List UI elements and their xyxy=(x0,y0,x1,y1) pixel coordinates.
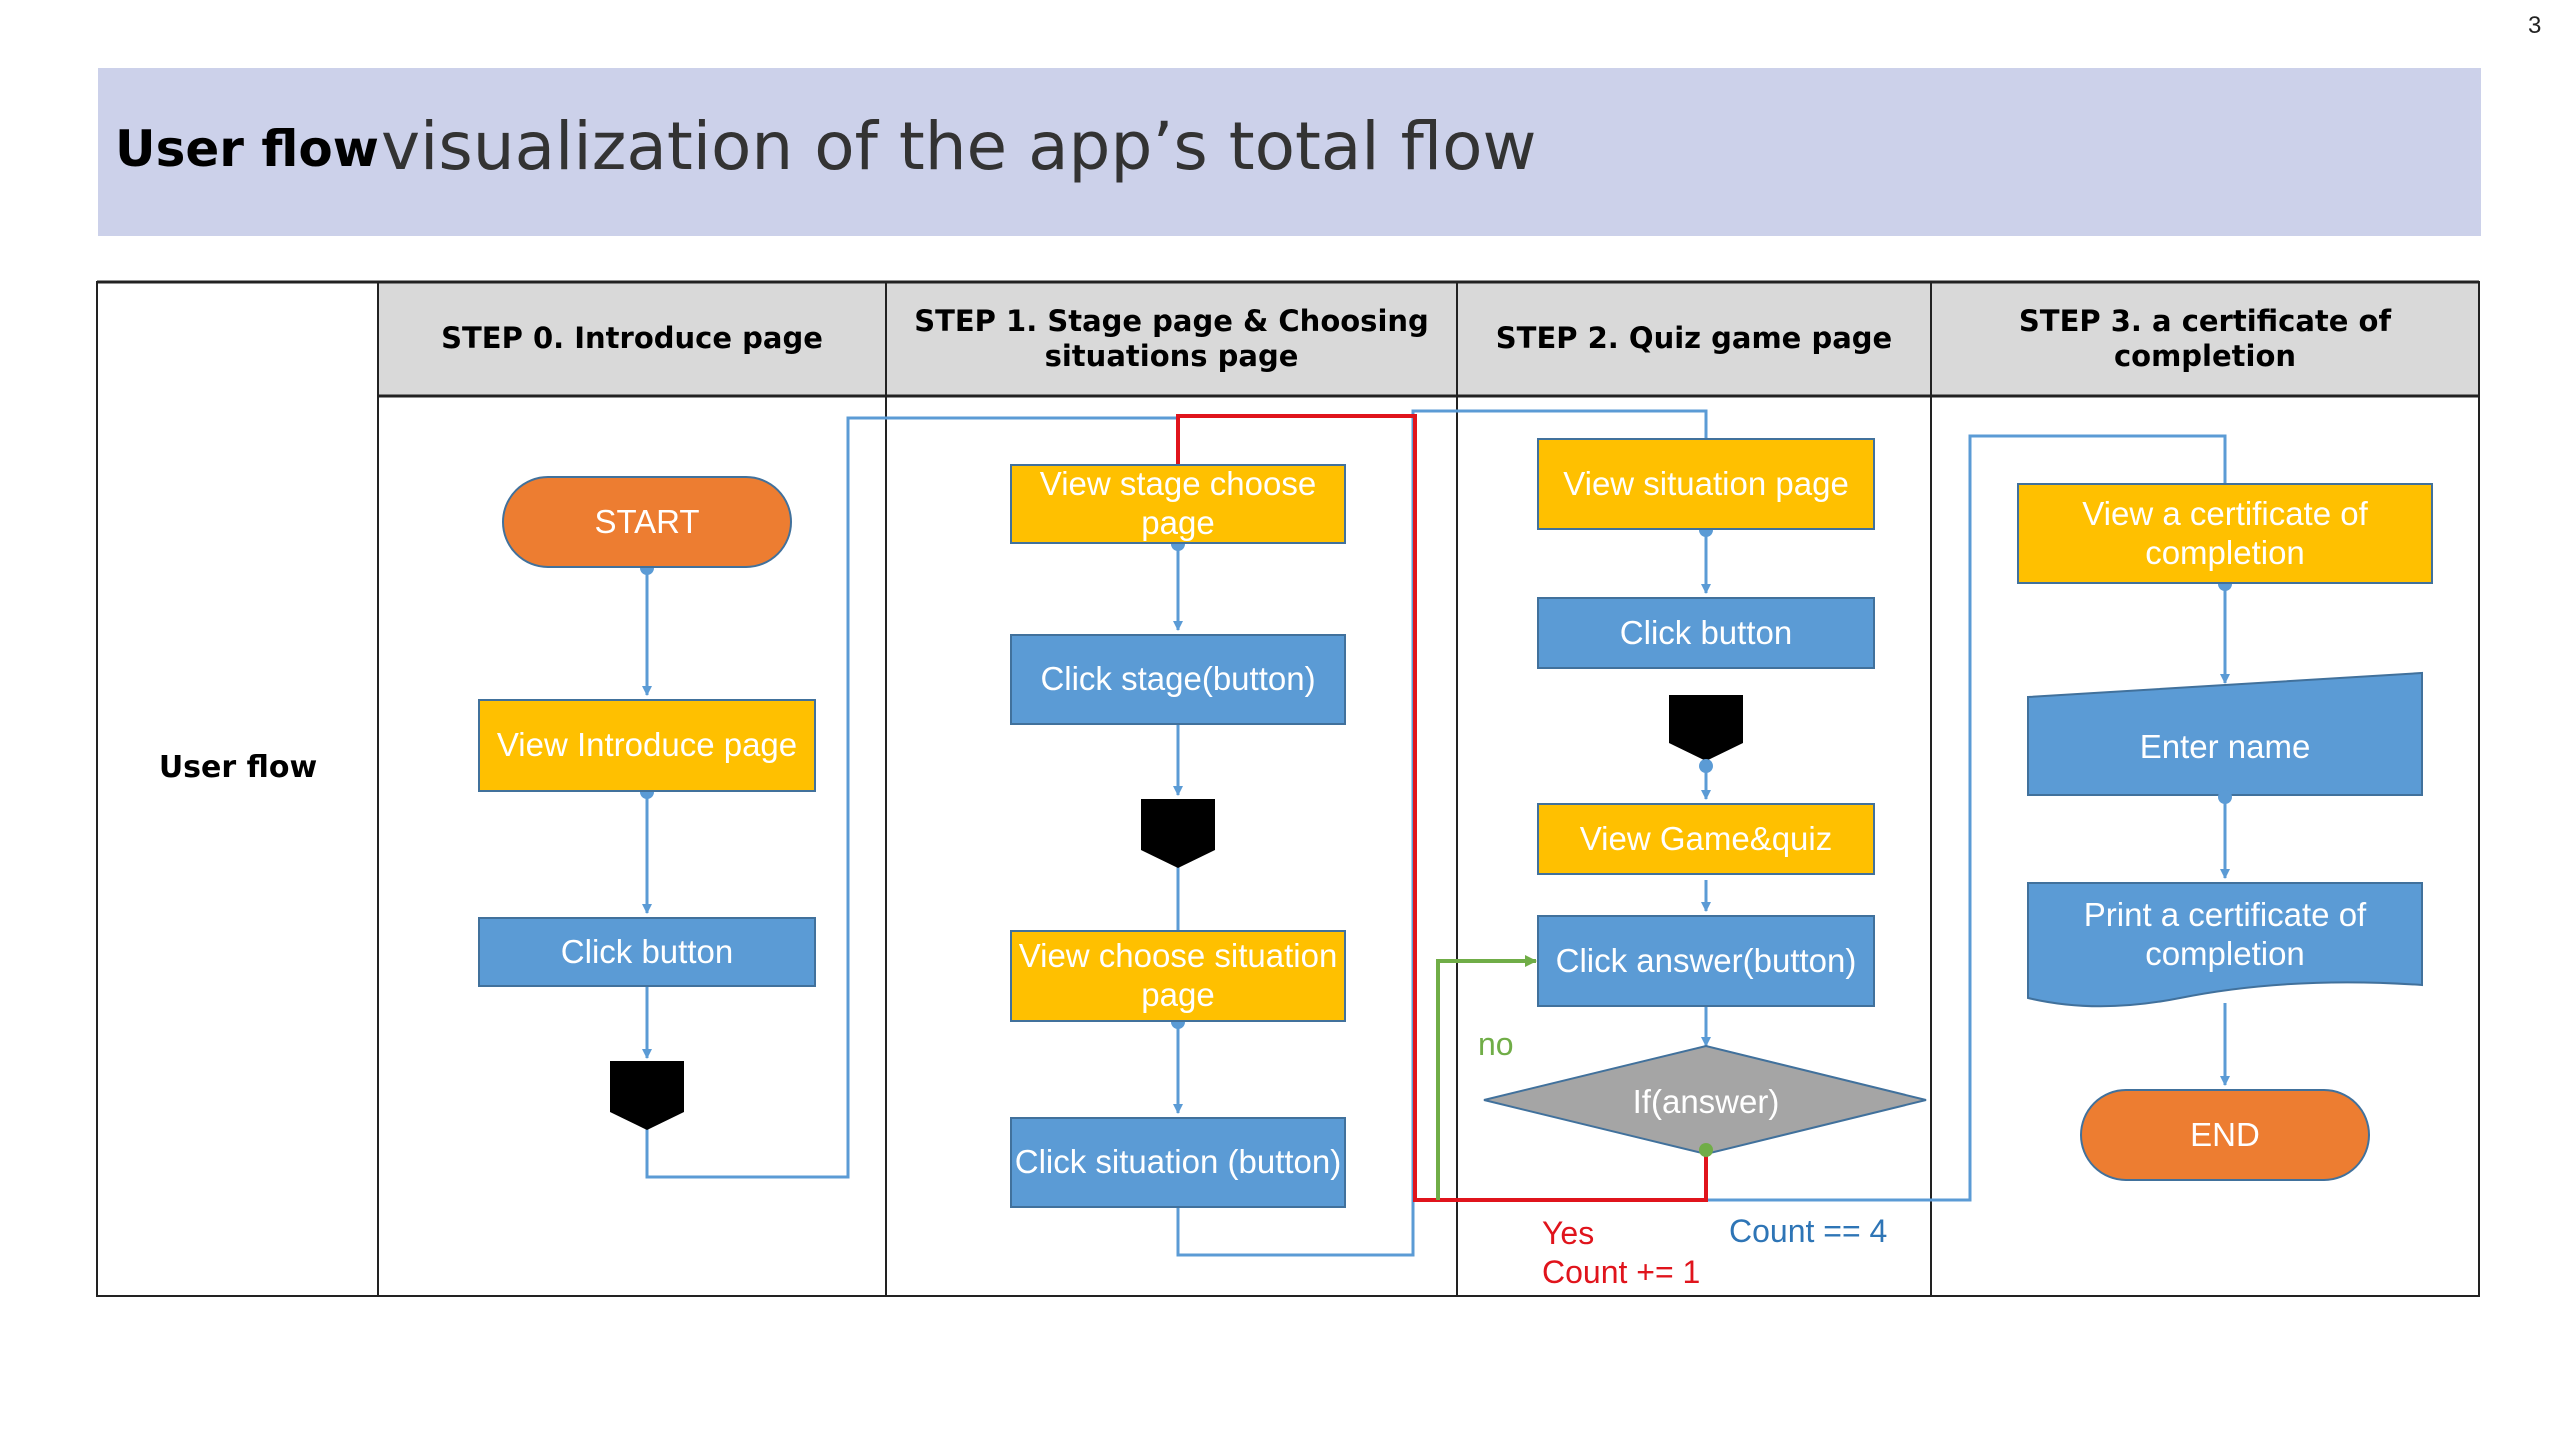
off-page-connector-2 xyxy=(1669,695,1743,761)
page-number: 3 xyxy=(2528,12,2542,39)
header-step-0: STEP 0. Introduce page xyxy=(441,321,823,356)
count-increment-label: Count += 1 xyxy=(1542,1254,1701,1290)
click-button-node-0: Click button xyxy=(478,917,816,987)
off-page-connector-1 xyxy=(1141,799,1215,868)
view-game-quiz-node: View Game&quiz xyxy=(1537,803,1875,875)
start-node: START xyxy=(502,476,792,568)
click-stage-node: Click stage(button) xyxy=(1010,634,1346,725)
title-banner: User flow visualization of the app’s tot… xyxy=(98,68,2481,236)
click-answer-node: Click answer(button) xyxy=(1537,915,1875,1007)
view-choose-situation-node: View choose situation page xyxy=(1010,930,1346,1022)
decision-diamond xyxy=(1483,1044,1927,1156)
off-page-connector-0 xyxy=(610,1061,684,1130)
row-label: User flow xyxy=(158,750,318,785)
click-situation-node: Click situation (button) xyxy=(1010,1117,1346,1208)
table-grid xyxy=(96,280,2480,1297)
enter-name-label: Enter name xyxy=(2139,727,2311,765)
view-introduce-node: View Introduce page xyxy=(478,699,816,792)
view-certificate-node: View a certificate of completion xyxy=(2017,483,2433,584)
yes-label: Yes xyxy=(1542,1215,1595,1251)
view-stage-choose-node: View stage choose page xyxy=(1010,464,1346,544)
header-step-2: STEP 2. Quiz game page xyxy=(1495,321,1893,356)
yes-loop-line xyxy=(1176,414,1708,1202)
banner-title: visualization of the app’s total flow xyxy=(381,108,1537,185)
header-step-1: STEP 1. Stage page & Choosing situations… xyxy=(914,303,1429,373)
print-certificate-shape xyxy=(2027,882,2423,1008)
click-button-node-2: Click button xyxy=(1537,597,1875,669)
view-situation-node: View situation page xyxy=(1537,438,1875,530)
banner-label: User flow xyxy=(115,120,379,178)
count-equals-label: Count == 4 xyxy=(1729,1213,1888,1249)
no-label: no xyxy=(1478,1026,1514,1062)
print-certificate-label: Print a certificate of completion xyxy=(2083,896,2367,972)
enter-name-shape xyxy=(2027,671,2423,796)
header-step-3: STEP 3. a certificate of completion xyxy=(2018,303,2392,373)
if-answer-label: If(answer) xyxy=(1632,1082,1780,1120)
no-loop-line xyxy=(1436,955,1537,1200)
end-node: END xyxy=(2080,1089,2370,1181)
